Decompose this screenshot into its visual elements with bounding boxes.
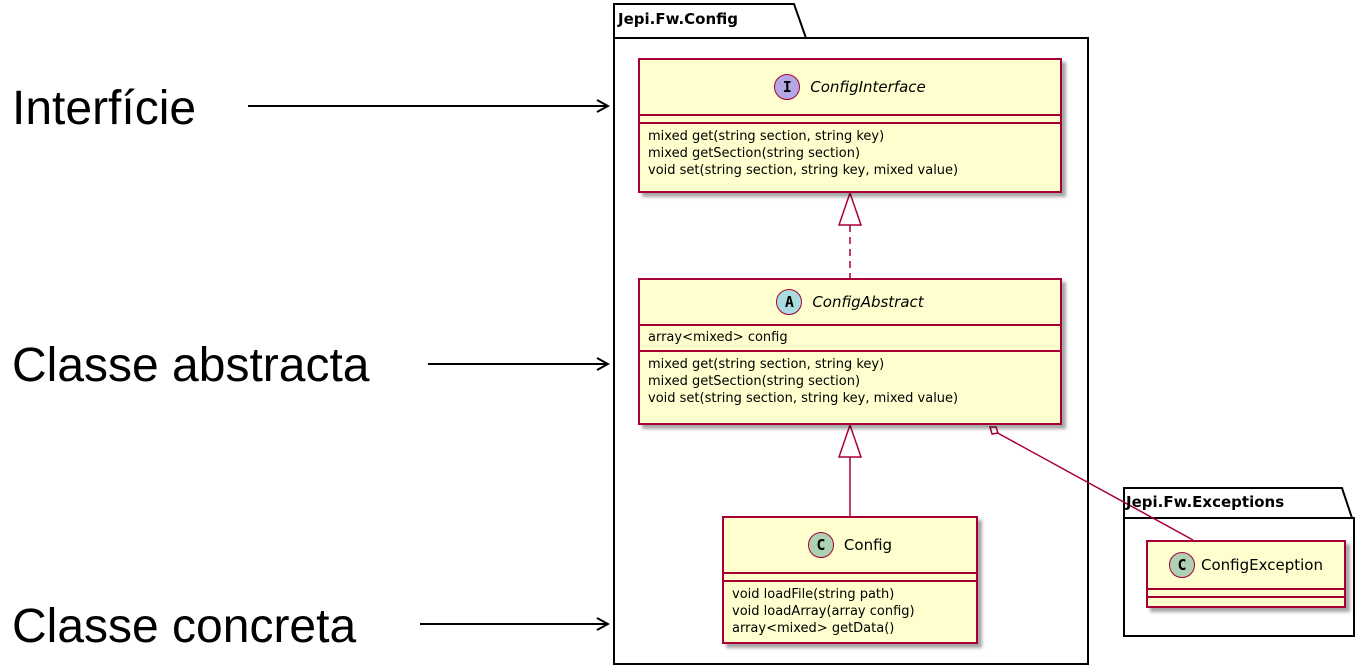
class-config-exception-header: C ConfigException [1148, 542, 1344, 590]
class-config-abstract-fields: array<mixed> config [640, 326, 1060, 352]
class-config-fields [724, 574, 976, 582]
package-config-title: Jepi.Fw.Config [618, 10, 739, 28]
method-item: mixed get(string section, string key) [648, 357, 885, 372]
label-abstract-class: Classe abstracta [12, 339, 370, 392]
class-config[interactable]: C Config void loadFile(string path) void… [722, 516, 978, 644]
class-config-interface-methods: mixed get(string section, string key) mi… [640, 124, 1060, 183]
method-item: void loadArray(array config) [732, 604, 915, 619]
class-config-exception-name: ConfigException [1201, 556, 1323, 574]
class-icon: C [1169, 552, 1196, 578]
package-config-frame [613, 3, 1089, 665]
realization-edge [837, 190, 863, 278]
method-item: void set(string section, string key, mix… [648, 391, 959, 406]
class-icon: C [807, 532, 834, 558]
interface-icon: I [774, 74, 801, 100]
method-item: void loadFile(string path) [732, 587, 895, 602]
class-config-methods: void loadFile(string path) void loadArra… [724, 582, 976, 641]
class-config-abstract-header: A ConfigAbstract [640, 280, 1060, 326]
method-item: array<mixed> getData() [732, 621, 895, 636]
class-config-exception-methods [1148, 598, 1344, 606]
class-config-interface-header: I ConfigInterface [640, 60, 1060, 116]
field-item: array<mixed> config [648, 330, 788, 345]
class-config-exception-fields [1148, 590, 1344, 598]
label-interface: Interfície [12, 82, 197, 135]
abstract-icon: A [776, 289, 803, 315]
method-item: mixed getSection(string section) [648, 146, 861, 161]
class-config-interface[interactable]: I ConfigInterface mixed get(string secti… [638, 58, 1062, 193]
package-exceptions-title: Jepi.Fw.Exceptions [1126, 493, 1285, 511]
generalization-edge [837, 422, 863, 516]
class-config-abstract-methods: mixed get(string section, string key) mi… [640, 352, 1060, 411]
class-config-abstract-name: ConfigAbstract [812, 293, 924, 311]
method-item: mixed get(string section, string key) [648, 129, 885, 144]
class-config-exception[interactable]: C ConfigException [1146, 540, 1346, 608]
method-item: void set(string section, string key, mix… [648, 163, 959, 178]
label-concrete-class: Classe concreta [12, 600, 357, 653]
class-config-interface-name: ConfigInterface [810, 78, 926, 96]
class-config-header: C Config [724, 518, 976, 574]
package-exceptions-frame [1123, 487, 1355, 637]
class-config-name: Config [843, 536, 893, 554]
class-config-abstract[interactable]: A ConfigAbstract array<mixed> config mix… [638, 278, 1062, 425]
class-config-interface-fields [640, 116, 1060, 124]
aggregation-edge [989, 426, 1194, 541]
method-item: mixed getSection(string section) [648, 374, 861, 389]
